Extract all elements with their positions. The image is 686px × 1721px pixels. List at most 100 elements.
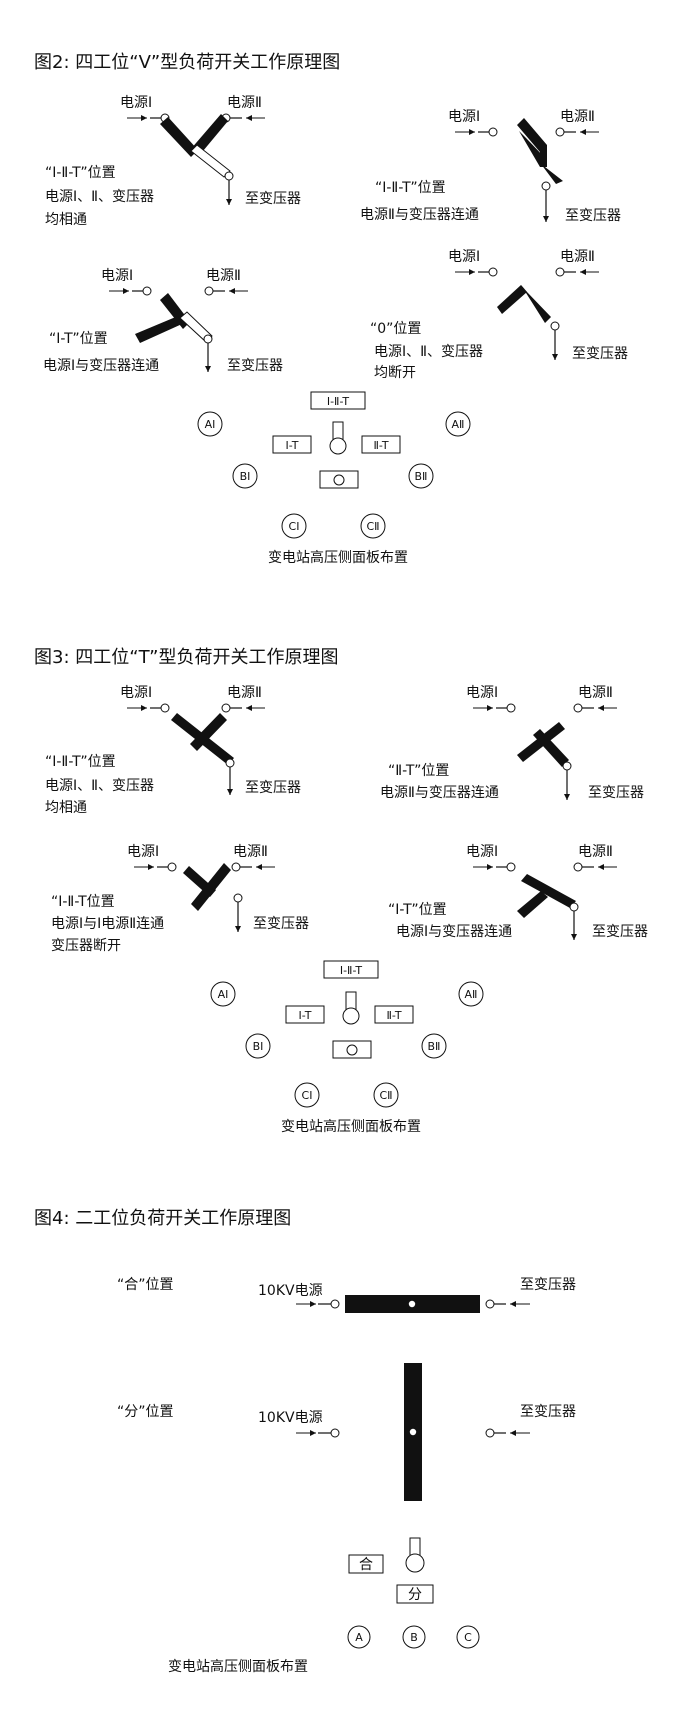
t-blade-ghost	[179, 311, 213, 343]
phase-indicator-a2	[445, 411, 471, 437]
fig3-p2-source-2: 电源Ⅱ	[578, 685, 613, 701]
panel-button-top-label: Ⅰ-Ⅱ-T	[327, 395, 350, 408]
phase-label-c1: CⅠ	[289, 520, 300, 533]
panel-button-close[interactable]	[348, 1554, 384, 1574]
arrow-head	[229, 288, 235, 294]
phase-indicator-c2	[360, 513, 386, 539]
phase-indicator-b	[402, 1625, 426, 1649]
arrow-head	[510, 1301, 516, 1307]
fig3-position-3: 电源Ⅰ 电源Ⅱ 至变压器 “Ⅰ-Ⅱ-T位置 电源Ⅰ与Ⅰ电源Ⅱ连通 变压器断开	[51, 844, 309, 954]
fig3-position-1: 电源Ⅰ 电源Ⅱ 至变压器 “Ⅰ-Ⅱ-T”位置 电源Ⅰ、Ⅱ、变压器 均相通	[45, 685, 301, 816]
panel-button-left[interactable]	[272, 435, 312, 454]
phase-indicator-c	[456, 1625, 480, 1649]
arrow-head	[123, 288, 129, 294]
fig2-p4-line1: 电源Ⅰ、Ⅱ、变压器	[374, 344, 483, 360]
t-blade-arm	[191, 863, 231, 911]
arrow-head	[227, 789, 233, 795]
terminal-contact	[204, 286, 214, 296]
arrow-head	[205, 366, 211, 372]
panel-knob-handle[interactable]	[332, 421, 344, 441]
panel-knob-handle[interactable]	[409, 1537, 421, 1557]
fig3-p4-line1: 电源Ⅰ与变压器连通	[396, 924, 512, 940]
blade-pivot	[408, 1300, 416, 1308]
fig2-p1-source-2: 电源Ⅱ	[227, 95, 262, 111]
terminal-contact	[555, 267, 565, 277]
fig2-panel: Ⅰ-Ⅱ-T Ⅰ-T Ⅱ-T AⅠ AⅡ BⅠ BⅡ CⅠ CⅡ 变电站高压侧面板…	[197, 391, 471, 566]
panel-button-right[interactable]	[361, 435, 401, 454]
panel-button-top[interactable]	[310, 391, 366, 410]
phase-label-c2: CⅡ	[366, 520, 379, 533]
phase-label-b1: BⅠ	[240, 470, 251, 483]
v-blade-ghost	[190, 144, 231, 178]
terminal-contact	[231, 862, 241, 872]
fig2-p2-source-1: 电源Ⅰ	[448, 109, 480, 125]
fig3-p1-to-transformer: 至变压器	[245, 780, 301, 796]
phase-indicator-a1	[197, 411, 223, 437]
fig3-p4-source-2: 电源Ⅱ	[578, 844, 613, 860]
panel-button-top[interactable]	[323, 960, 379, 979]
arrow-head	[469, 129, 475, 135]
fig2-p1-title: “Ⅰ-Ⅱ-T”位置	[45, 165, 116, 181]
fig3-p3-source-1: 电源Ⅰ	[127, 844, 159, 860]
panel-button-open[interactable]	[396, 1584, 434, 1604]
fig3-p3-title: “Ⅰ-Ⅱ-T位置	[51, 894, 115, 910]
arrow-head	[226, 199, 232, 205]
fig3-p2-to-transformer: 至变压器	[588, 785, 644, 801]
terminal-contact	[330, 1299, 340, 1309]
fig4-open-source: 10KV电源	[258, 1410, 323, 1426]
v-blade-arm	[497, 285, 527, 314]
terminal-contact	[330, 1428, 340, 1438]
fig3-p1-source-1: 电源Ⅰ	[120, 685, 152, 701]
fig2-position-2: 电源Ⅰ 电源Ⅱ 至变压器 “Ⅰ-Ⅱ-T”位置 电源Ⅱ与变压器连通	[360, 109, 621, 224]
phase-indicator-a2	[458, 981, 484, 1007]
transformer-contact	[541, 181, 551, 191]
panel-button-top-label: Ⅰ-Ⅱ-T	[340, 964, 363, 977]
fig4-closed-to-transformer: 至变压器	[520, 1277, 576, 1293]
transformer-contact	[550, 321, 560, 331]
fig2-p1-to-transformer: 至变压器	[245, 191, 301, 207]
panel-knob[interactable]	[405, 1553, 425, 1573]
arrow-head	[469, 269, 475, 275]
arrow-head	[564, 794, 570, 800]
terminal-contact	[555, 127, 565, 137]
fig2-p4-source-1: 电源Ⅰ	[448, 249, 480, 265]
fig4-title: 图4: 二工位负荷开关工作原理图	[34, 1208, 291, 1229]
fig2-p1-line1: 电源Ⅰ、Ⅱ、变压器	[45, 189, 154, 205]
fig4-open-label: “分”位置	[117, 1404, 174, 1420]
panel-knob[interactable]	[329, 437, 347, 455]
arrow-head	[235, 926, 241, 932]
phase-indicator-b1	[245, 1033, 271, 1059]
phase-label-b1: BⅠ	[253, 1040, 264, 1053]
phase-indicator-b2	[421, 1033, 447, 1059]
arrow-head	[487, 864, 493, 870]
phase-indicator-c1	[294, 1082, 320, 1108]
panel-knob-handle[interactable]	[345, 991, 357, 1011]
fig4-closed-position: “合”位置 10KV电源 至变压器	[117, 1277, 576, 1313]
terminal-contact	[506, 862, 516, 872]
v-blade-arm	[517, 118, 547, 167]
transformer-contact	[562, 761, 572, 771]
terminal-contact	[573, 703, 583, 713]
fig3-p3-source-2: 电源Ⅱ	[233, 844, 268, 860]
t-blade-arm	[517, 891, 548, 918]
arrow-head	[487, 705, 493, 711]
fig3-p1-line2: 均相通	[45, 800, 87, 816]
fig2-title: 图2: 四工位“V”型负荷开关工作原理图	[34, 52, 340, 73]
arrow-head	[246, 705, 252, 711]
fig2-p3-source-2: 电源Ⅱ	[206, 268, 241, 284]
fig2-position-1: 电源Ⅰ 电源Ⅱ 至变压器 “Ⅰ-Ⅱ-T”位置 电源Ⅰ、Ⅱ、变压器 均相通	[45, 95, 301, 228]
fig3-title: 图3: 四工位“T”型负荷开关工作原理图	[34, 647, 339, 668]
figure-4: 图4: 二工位负荷开关工作原理图 “合”位置 10KV电源 至变压器 “分”位置…	[34, 1208, 576, 1675]
panel-button-right[interactable]	[374, 1005, 414, 1024]
blade-pivot	[409, 1428, 417, 1436]
arrow-head	[598, 705, 604, 711]
fig3-p3-line1: 电源Ⅰ与Ⅰ电源Ⅱ连通	[51, 916, 164, 932]
fig2-p4-title: “0”位置	[370, 321, 421, 337]
fig2-p4-line2: 均断开	[374, 365, 416, 381]
phase-label-a1: AⅠ	[205, 418, 216, 431]
phase-label-b2: BⅡ	[415, 470, 428, 483]
panel-button-left[interactable]	[285, 1005, 325, 1024]
arrow-head	[256, 864, 262, 870]
fig4-open-position: “分”位置 10KV电源 至变压器	[117, 1363, 576, 1501]
panel-knob[interactable]	[342, 1007, 360, 1025]
